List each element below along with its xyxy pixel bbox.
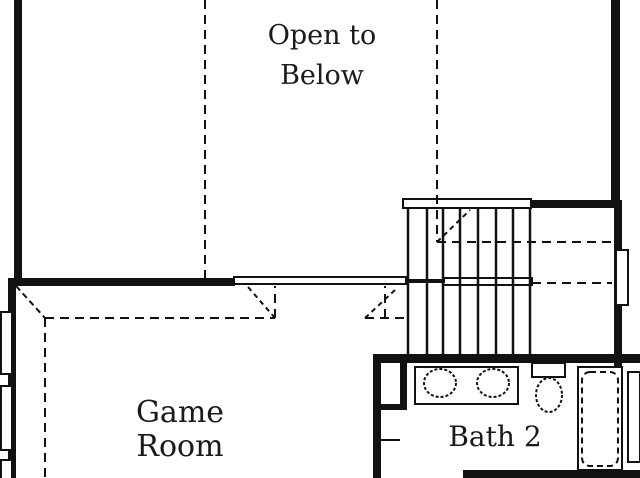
wall-game-room-left [8,278,16,478]
dashed-lines [15,0,612,478]
railing [233,276,407,285]
wall-bath-left [373,354,381,478]
sink-icon [476,368,510,398]
wall-left-upper [14,0,22,286]
label-line: Below [280,60,364,91]
windows [0,249,640,478]
label-line: Room [136,429,224,464]
wall-closet-bottom [381,404,407,410]
label-line: Game [135,395,225,430]
toilet-icon [535,377,563,413]
wall-right-upper [611,0,620,208]
window [0,311,13,375]
window [0,459,13,478]
bath-fixtures [381,362,623,471]
wall-right [614,200,622,478]
window [0,385,13,451]
window [615,249,629,306]
stairs [405,208,532,355]
room-label-bath-2: Bath 2 [448,420,542,453]
window [627,371,640,463]
stair-railing-top [402,198,532,209]
walls [8,0,640,478]
sink-icon [423,368,457,398]
stair-landing-rail [442,277,533,286]
toilet-tank [531,362,566,378]
wall-bath-top [373,354,640,363]
room-label-open-to-below: Open to Below [252,22,392,89]
label-line: Open to [267,20,377,51]
wall-game-room-top [8,278,235,286]
wall-closet [400,354,407,410]
bathtub-basin [581,371,619,467]
room-label-game-room: Game Room [110,398,250,462]
wall-stair-top [530,200,620,208]
wall-bath-bottom [463,470,640,478]
